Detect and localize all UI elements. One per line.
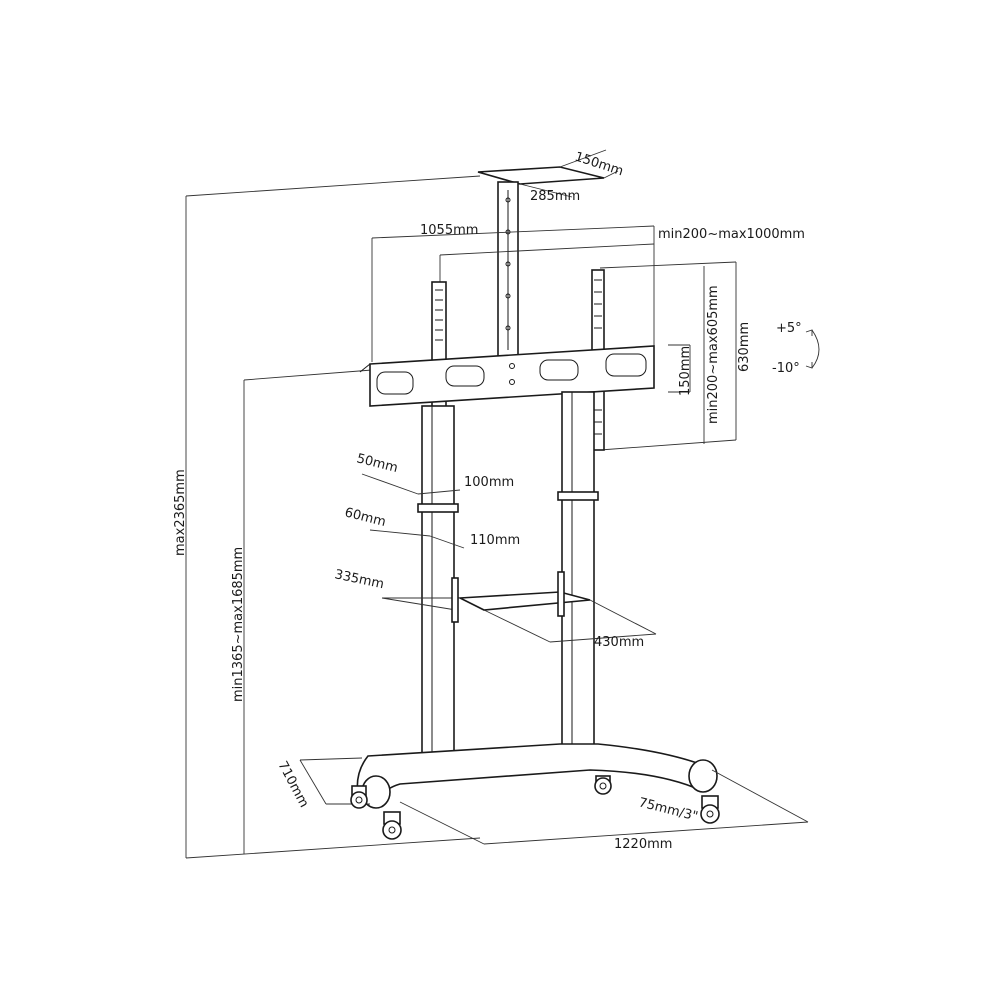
caster-back-left — [350, 785, 368, 809]
base-frame — [299, 743, 809, 845]
vesa-vertical-label: min200~max605mm — [706, 285, 721, 424]
mount-width-label: 1055mm — [420, 223, 478, 238]
max-height-dimension — [185, 175, 481, 859]
upright-right — [557, 391, 599, 755]
tray-shelf — [381, 571, 657, 643]
shelf-width-label: 430mm — [594, 635, 644, 650]
tilt-down-label: -10° — [772, 361, 800, 376]
bracket-height-label: 150mm — [678, 346, 693, 396]
base-width-label: 1220mm — [614, 837, 672, 852]
vesa-horizontal-label: min200~max1000mm — [658, 227, 805, 242]
caster-front-right — [700, 795, 720, 824]
camera-shelf-width-label: 285mm — [530, 189, 580, 204]
mount-height-dimension — [243, 369, 373, 854]
center-column — [497, 181, 519, 359]
clamp-upper-large-label: 100mm — [464, 475, 514, 490]
mount-width-dimension — [371, 225, 655, 362]
tilt-arrow-icon — [805, 329, 820, 369]
clamp-dimensions — [361, 473, 465, 549]
tilt-up-label: +5° — [776, 321, 802, 336]
clamp-lower-large-label: 110mm — [470, 533, 520, 548]
base-depth-label: 710mm — [274, 759, 311, 810]
mount-height-label: 630mm — [737, 322, 752, 372]
mount-bracket — [359, 345, 655, 410]
clamp-upper-small-label: 50mm — [355, 451, 399, 476]
caster-back-right — [594, 775, 612, 795]
shelf-depth-label: 335mm — [333, 567, 385, 592]
caster-label: 75mm/3" — [637, 795, 699, 824]
caster-front-left — [382, 811, 402, 840]
upright-left — [417, 405, 459, 761]
vesa-outline — [599, 261, 737, 451]
clamp-lower-small-label: 60mm — [343, 505, 387, 530]
camera-shelf — [477, 149, 619, 198]
max-height-label: max2365mm — [173, 469, 188, 556]
mount-center-height-label: min1365~max1685mm — [231, 547, 246, 702]
